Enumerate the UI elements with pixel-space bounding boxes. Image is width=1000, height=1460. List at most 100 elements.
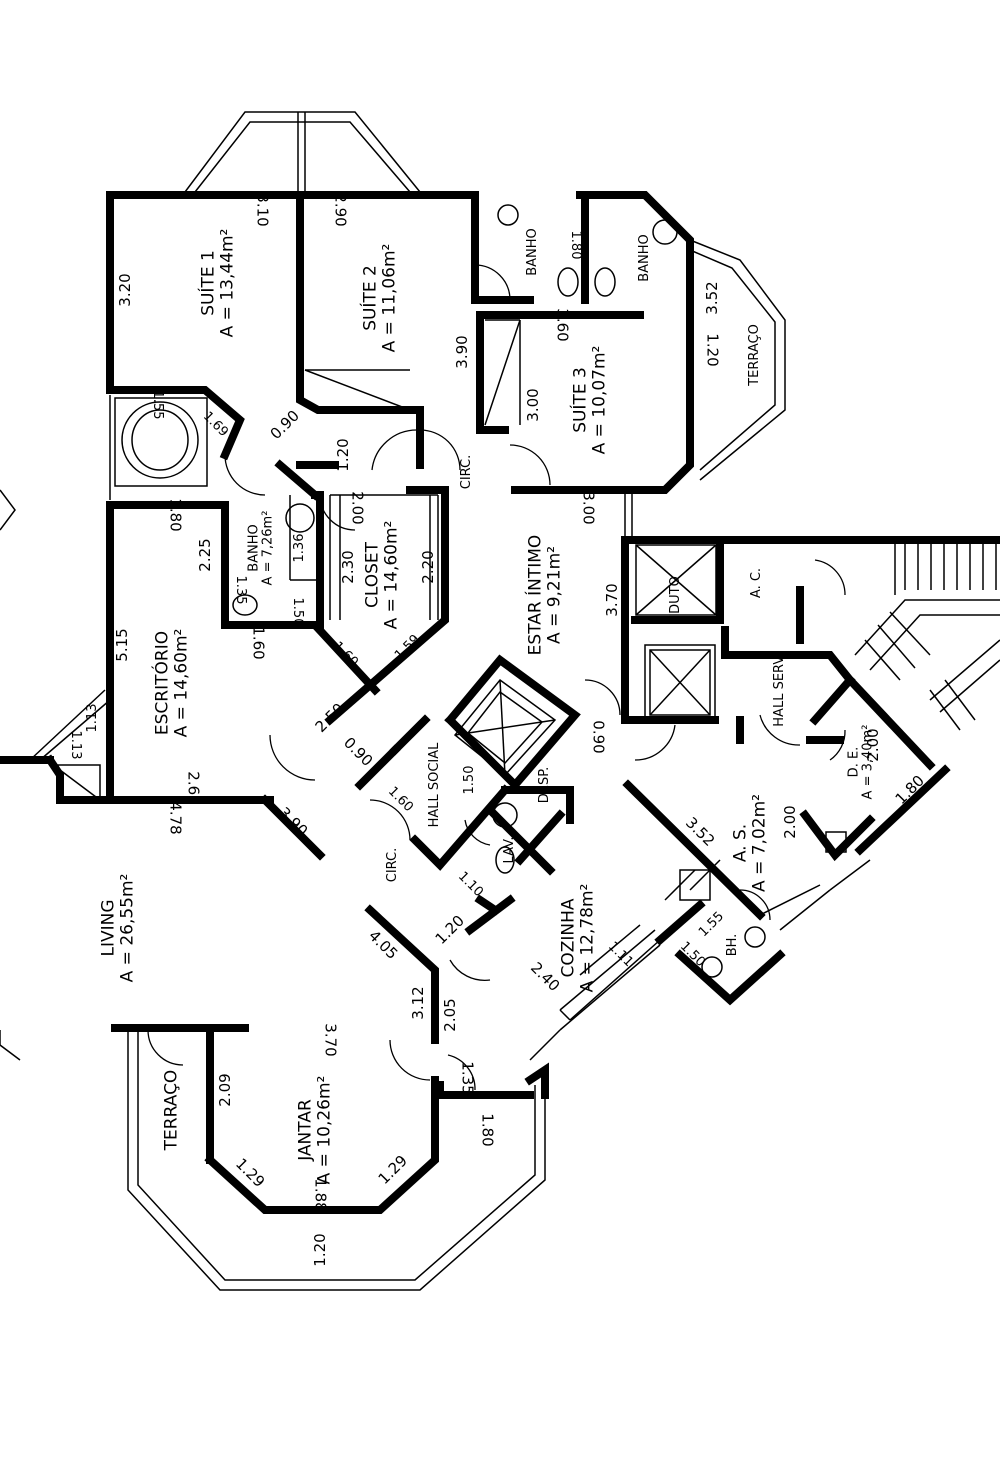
room-desp: DESP. (536, 766, 552, 804)
dim-label: 1.55 (150, 390, 166, 420)
room-hall-serv: HALL SERV. (771, 653, 787, 727)
dim-label: 1.13 (68, 730, 84, 760)
dim-label: 2.05 (440, 998, 459, 1032)
dim-label: 2.25 (195, 538, 214, 572)
walls (0, 191, 1000, 1214)
dim-label: 3.20 (115, 273, 134, 307)
room-area: A = 7,02m² (749, 794, 769, 892)
dim-label: 1.80 (478, 1113, 497, 1147)
room-name: CIRC. (384, 847, 400, 883)
room-as: A. S. A = 7,02m² (730, 794, 769, 892)
room-name: ESTAR ÍNTIMO (525, 534, 546, 656)
room-name: CLOSET (362, 541, 383, 609)
room-bh: BH. (724, 933, 740, 957)
room-estar-intimo: ESTAR ÍNTIMO A = 9,21m² (525, 534, 564, 656)
room-name: LIVING (98, 899, 119, 957)
room-duto: DUTO (667, 576, 683, 614)
dim-label: 5.15 (112, 628, 131, 662)
dim-label: 2.00 (348, 491, 367, 525)
room-jantar: JANTAR A = 10,26m² (295, 1075, 334, 1185)
room-terraco-top: TERRAÇO (746, 324, 762, 386)
room-suite3: SUÍTE 3 A = 10,07m² (570, 345, 609, 455)
room-name: A. S. (730, 823, 751, 863)
room-name: BANHO (246, 524, 262, 572)
dim-label: 2.20 (418, 550, 437, 584)
fixtures (114, 204, 847, 978)
room-area: A = 10,26m² (314, 1075, 334, 1185)
dim-label: 3.00 (579, 491, 598, 525)
dim-label: 1.20 (703, 333, 722, 367)
dim-label: 2.00 (780, 805, 799, 839)
room-name: HALL SOCIAL (426, 742, 442, 828)
dim-label: 1.60 (249, 626, 268, 660)
dim-label: 1.50 (290, 597, 306, 627)
dim-label: 1.80 (166, 498, 185, 532)
dim-label: 3.70 (321, 1023, 340, 1057)
dim-label: 1.36 (291, 533, 307, 563)
top-balcony-outline (184, 111, 786, 481)
room-name: LAV. (501, 836, 517, 864)
dim-label: 1.80 (568, 230, 584, 260)
room-name: JANTAR (295, 1099, 316, 1161)
dim-label: 3.12 (408, 986, 427, 1020)
room-area: A = 7,26m² (261, 510, 276, 586)
room-banho-s2: BANHO (524, 228, 540, 276)
room-area: A = 9,21m² (544, 546, 564, 644)
room-living: LIVING A = 26,55m² (98, 873, 137, 983)
room-name: TERRAÇO (746, 324, 762, 386)
room-area: A = 13,44m² (217, 228, 237, 338)
room-area: A = 26,55m² (117, 873, 137, 983)
room-name: ESCRITÓRIO (152, 630, 173, 736)
dim-label: 1.88 (311, 1178, 330, 1212)
dim-label: 3.70 (602, 583, 621, 617)
room-lavabo: LAV. (501, 836, 517, 864)
door-swings (147, 264, 846, 1091)
room-name: TERRAÇO (161, 1069, 182, 1151)
room-name: CIRC. (458, 454, 474, 490)
room-ac: A. C. (748, 567, 764, 599)
dim-label: 1.20 (310, 1233, 329, 1267)
bottom-balcony-outline (0, 489, 546, 1291)
room-banho-s3: BANHO (636, 234, 652, 282)
room-name: HALL SERV. (771, 653, 787, 727)
room-cozinha: COZINHA A = 12,78m² (558, 883, 597, 993)
room-name: DUTO (667, 576, 683, 614)
room-terraco-bottom: TERRAÇO (161, 1069, 182, 1151)
room-escritorio: ESCRITÓRIO A = 14,60m² (152, 628, 191, 738)
room-name: SUÍTE 1 (198, 250, 219, 316)
dim-label: 1.13 (84, 703, 100, 733)
room-closet: CLOSET A = 14,60m² (362, 520, 401, 630)
dim-label: 3.10 (253, 193, 272, 227)
room-circ-top: CIRC. (458, 454, 474, 490)
dim-label: 2.30 (338, 550, 357, 584)
dim-label: 2.90 (331, 193, 350, 227)
room-name: DESP. (536, 766, 552, 804)
room-area: A = 11,06m² (379, 243, 399, 353)
room-name: D. E. (846, 746, 862, 778)
room-circ-mid: CIRC. (384, 847, 400, 883)
partitions (29, 319, 871, 1061)
room-area: A = 12,78m² (577, 883, 597, 993)
dim-label: 2.60 (184, 771, 203, 805)
dim-label: 3.52 (702, 281, 721, 315)
room-suite2: SUÍTE 2 A = 11,06m² (360, 243, 399, 353)
dim-label: 1.50 (461, 765, 477, 795)
room-name: BANHO (636, 234, 652, 282)
room-hall-social: HALL SOCIAL (426, 742, 442, 828)
room-suite1: SUÍTE 1 A = 13,44m² (198, 228, 237, 338)
dim-label: 2.09 (215, 1073, 234, 1107)
room-name: SUÍTE 3 (570, 367, 591, 433)
dim-label: 3.60 (553, 308, 572, 342)
dim-label: 4.78 (166, 801, 185, 835)
room-name: BANHO (524, 228, 540, 276)
room-area: A = 14,60m² (171, 628, 191, 738)
dim-label: 0.90 (589, 720, 608, 754)
dim-label: 1.35 (458, 1061, 477, 1095)
room-area: A = 14,60m² (381, 520, 401, 630)
dim-label: 3.90 (452, 335, 471, 369)
room-name: A. C. (748, 567, 764, 599)
room-name: BH. (724, 933, 740, 957)
room-area: A = 10,07m² (589, 345, 609, 455)
staircase (854, 539, 1000, 731)
